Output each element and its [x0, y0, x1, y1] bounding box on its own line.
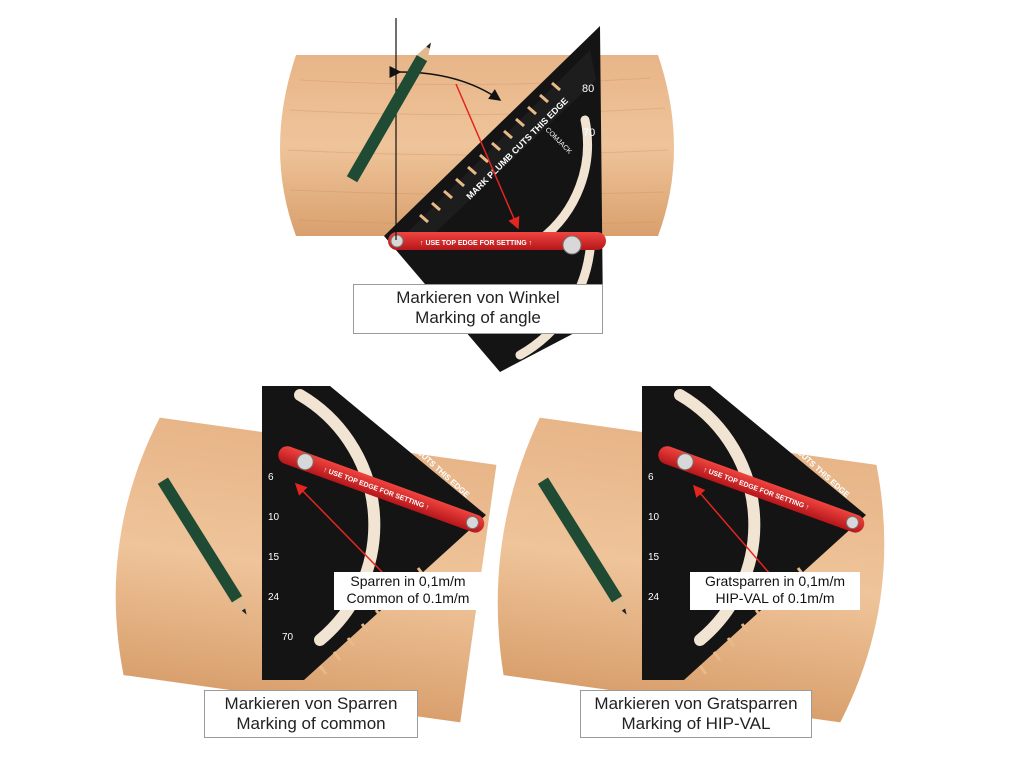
label-german: Gratsparren in 0,1m/m [704, 573, 846, 589]
scale-number-70: 70 [583, 127, 595, 139]
caption-german: Markieren von Sparren [224, 694, 398, 713]
scale-number: 70 [282, 632, 294, 643]
scale-number: 10 [648, 512, 660, 523]
label-common: Sparren in 0,1m/m Common of 0.1m/m [334, 572, 482, 610]
bar-text: ↑ USE TOP EDGE FOR SETTING ↑ [420, 240, 532, 247]
pencil [346, 42, 431, 183]
scale-number: 10 [268, 512, 280, 523]
panel-common: 6 10 15 24 70 MARK SEAT CUTS THIS EDGE ↑… [115, 386, 497, 723]
pointer-arrow [294, 482, 385, 575]
pointer-arrow [693, 484, 771, 575]
label-english: Common of 0.1m/m [346, 590, 470, 606]
caption-english: Marking of HIP-VAL [621, 714, 771, 733]
caption-german: Markieren von Gratsparren [594, 694, 798, 713]
caption-angle: Markieren von Winkel Marking of angle [353, 284, 603, 334]
scale-number-80: 80 [582, 83, 594, 95]
caption-hipval: Markieren von Gratsparren Marking of HIP… [580, 690, 812, 738]
scale-number: 15 [268, 552, 280, 563]
scale-number: 6 [648, 472, 654, 483]
pencil [537, 477, 627, 615]
label-hipval: Gratsparren in 0,1m/m HIP-VAL of 0.1m/m [690, 572, 860, 610]
scale-number: 24 [648, 592, 660, 603]
panel-hipval: 6 10 15 24 MARK SEAT CUTS THIS EDGE ↑ US… [497, 386, 885, 723]
caption-german: Markieren von Winkel [396, 288, 560, 307]
caption-english: Marking of common [236, 714, 386, 733]
red-setting-bar: ↑ USE TOP EDGE FOR SETTING ↑ [388, 232, 606, 255]
pencil [157, 477, 247, 615]
label-english: HIP-VAL of 0.1m/m [715, 590, 835, 606]
scale-number: 24 [268, 592, 280, 603]
pointer-arrow [455, 83, 520, 230]
scale-number: 15 [648, 552, 660, 563]
caption-common: Markieren von Sparren Marking of common [204, 690, 418, 738]
caption-english: Marking of angle [415, 308, 541, 327]
scale-number: 6 [268, 472, 274, 483]
label-german: Sparren in 0,1m/m [350, 573, 466, 589]
